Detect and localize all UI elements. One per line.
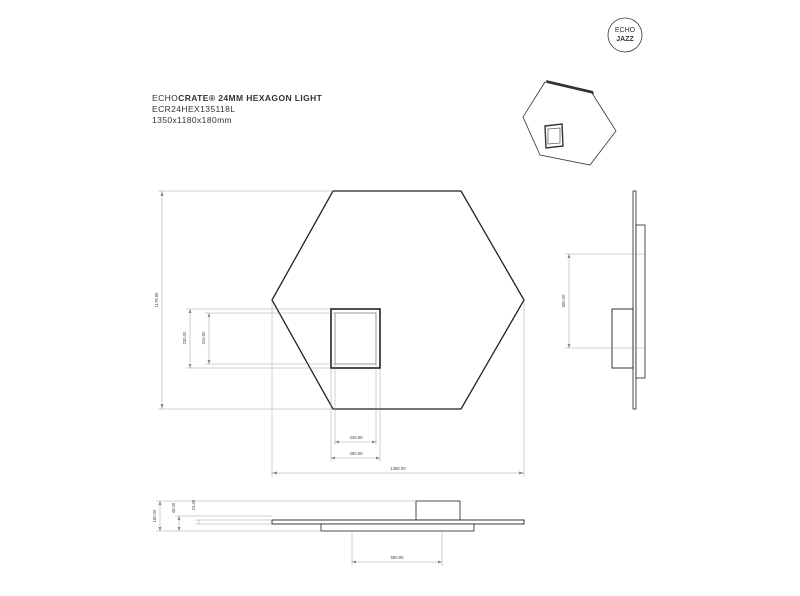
side-panel-front <box>632 190 637 410</box>
side-dimensions <box>565 253 645 349</box>
dim-module-outer-width: 260.00 <box>350 451 363 456</box>
front-dimensions <box>158 190 525 477</box>
dim-bottom-width: 500.00 <box>391 555 404 560</box>
dim-side-height: 500.00 <box>561 294 566 307</box>
title-block: ECHOCRATE® 24MM HEXAGON LIGHT ECR24HEX13… <box>152 93 322 126</box>
plan-front-panel <box>271 519 525 525</box>
dim-front-height: 1179.95 <box>154 292 159 307</box>
side-elevation <box>611 190 646 410</box>
product-dimensions: 1350x1180x180mm <box>152 115 233 125</box>
plan-dimensions <box>156 500 443 566</box>
plan-light-module <box>415 500 461 521</box>
isometric-view <box>522 80 617 166</box>
dim-module-inner-width: 240.00 <box>350 435 363 440</box>
product-code: ECR24HEX135118L <box>152 104 236 114</box>
plan-view <box>271 500 525 532</box>
front-dimension-arrows <box>160 191 524 475</box>
dim-depth-top: 24.00 <box>191 499 196 510</box>
product-name: CRATE® 24MM HEXAGON LIGHT <box>178 93 323 103</box>
dim-depth-mid: 48.00 <box>171 502 176 513</box>
dim-total-depth: 180.00 <box>152 509 157 522</box>
logo-top-text: ECHO <box>615 27 636 34</box>
side-panel-back <box>635 224 646 379</box>
plan-back-panel <box>320 523 475 532</box>
front-elevation <box>271 190 525 410</box>
dim-overall-width: 1350.00 <box>390 466 406 471</box>
echo-jazz-logo: ECHO JAZZ <box>607 17 643 53</box>
dim-module-outer-height: 230.00 <box>182 331 187 344</box>
logo-bottom-text: JAZZ <box>616 36 634 43</box>
dim-module-inner-height: 210.00 <box>201 331 206 344</box>
product-title: ECHOCRATE® 24MM HEXAGON LIGHT <box>152 93 322 104</box>
light-module-inner <box>334 312 377 365</box>
side-light-module <box>611 308 634 369</box>
brand-prefix: ECHO <box>152 93 179 103</box>
